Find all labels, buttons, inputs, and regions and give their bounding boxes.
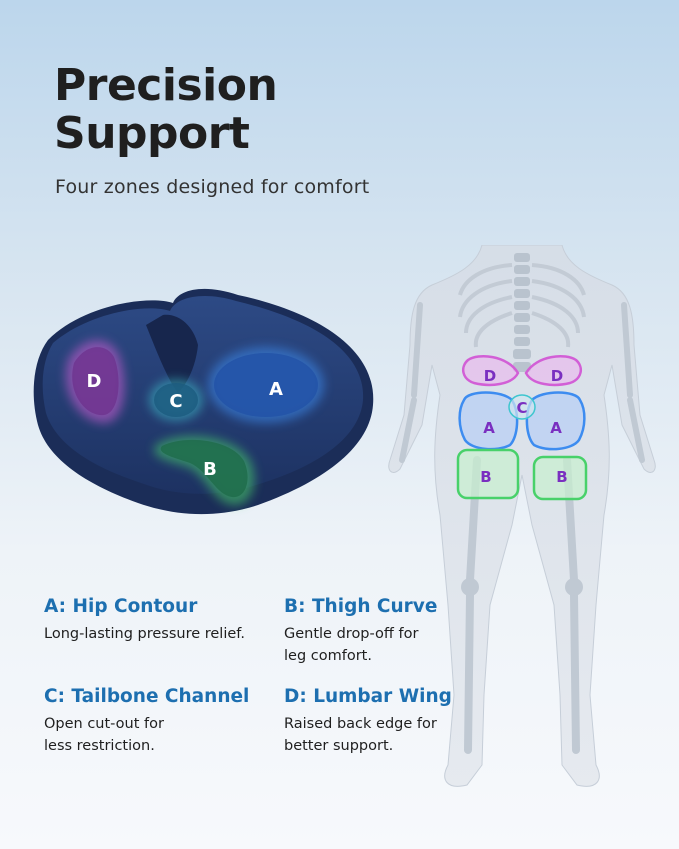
spine [513,253,531,372]
body-label-c: C [516,399,527,417]
zone-b-title: B: Thigh Curve [284,596,438,617]
body-zone-a-left: A [458,391,519,451]
ribs [458,263,586,348]
body-label-a-left: A [483,419,495,437]
body-silhouette [388,245,656,787]
body-zone-b-right: B [532,455,588,501]
body-zone-d-right: D [524,355,583,387]
body-label-d-left: D [484,367,496,385]
zone-c-title: C: Tailbone Channel [44,686,250,707]
cushion-zone-d: D [65,340,125,424]
cushion-top [42,296,364,494]
arm-bones [399,302,645,463]
zone-a-title: A: Hip Contour [44,596,198,617]
cushion-label-d: D [87,371,102,392]
title-line-1: Precision [54,60,278,111]
body-zone-a-right: A [525,391,586,451]
cushion-zone-a: A [208,347,324,423]
body-zone-c: C [508,394,536,420]
cushion-zone-c: C [149,379,203,421]
body-label-b-right: B [556,468,567,486]
cushion-zone-b: B [154,436,255,506]
zone-c-info: C: Tailbone Channel Open cut-out for les… [44,686,274,757]
zone-c-description: Open cut-out for less restriction. [44,716,164,754]
page-subtitle: Four zones designed for comfort [55,176,370,198]
body-label-b-left: B [480,468,491,486]
zone-d-title: D: Lumbar Wing [284,686,452,707]
cushion-label-c: C [169,391,182,412]
page-title: Precision Support [54,60,278,159]
zone-d-info: D: Lumbar Wing Raised back edge for bett… [284,686,514,757]
title-line-2: Support [54,108,250,159]
cushion-cutout [146,314,198,393]
body-label-d-right: D [551,367,563,385]
zone-a-description: Long-lasting pressure relief. [44,626,245,642]
zone-d-description: Raised back edge for better support. [284,716,437,754]
cushion-label-b: B [203,459,217,480]
zone-a-info: A: Hip Contour Long-lasting pressure rel… [44,596,274,645]
seat-cushion-illustration: D C A B [33,288,374,515]
zone-b-info: B: Thigh Curve Gentle drop-off for leg c… [284,596,514,667]
body-zone-b-left: B [456,448,520,500]
cushion-label-a: A [269,379,283,400]
body-zone-d-left: D [461,355,520,387]
body-label-a-right: A [550,419,562,437]
kneecaps [461,578,583,596]
skeleton-illustration: D D A A C B B [388,245,656,787]
zone-b-description: Gentle drop-off for leg comfort. [284,626,419,664]
